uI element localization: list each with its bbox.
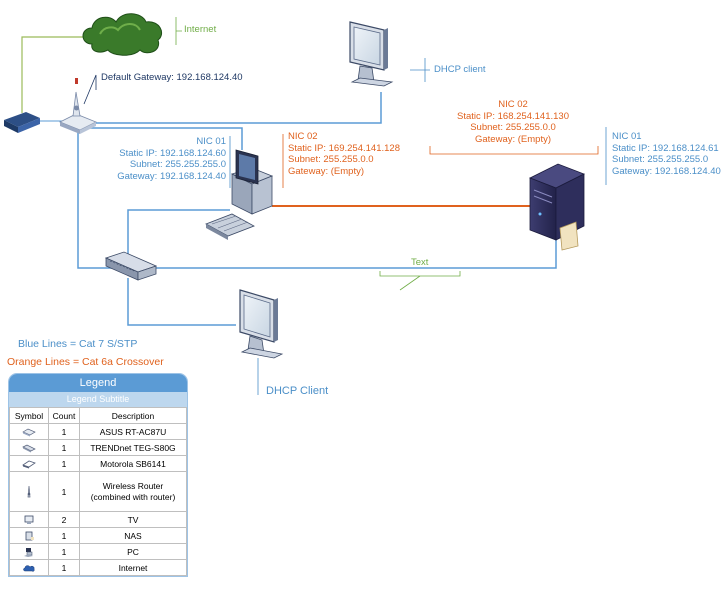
wireless-access-point-icon [27, 485, 31, 497]
router-icon [59, 113, 97, 134]
legend-count: 2 [48, 511, 80, 528]
legend-count: 1 [48, 455, 80, 472]
server-nic02-subnet: Subnet: 255.255.0.0 [470, 122, 556, 133]
text-callout [379, 271, 461, 291]
legend-description: TRENDnet TEG-S80G [79, 439, 187, 456]
legend-row: 1 NAS [9, 527, 187, 544]
legend-header-symbol: Symbol [9, 407, 49, 424]
legend-row: 2 TV [9, 511, 187, 528]
legend-grid: Symbol Count Description 1 ASUS RT-AC87U… [9, 407, 187, 576]
legend-row: 1 PC [9, 543, 187, 560]
server-nic02-gateway: Gateway: (Empty) [474, 133, 552, 145]
legend-description: Motorola SB6141 [79, 455, 187, 472]
pc-nic02-subnet: Subnet: 255.255.0.0 [288, 154, 374, 165]
blue-link-router-pc [86, 127, 243, 150]
legend-count: 1 [48, 471, 80, 512]
legend-count: 1 [48, 423, 80, 440]
legend-description: ASUS RT-AC87U [79, 423, 187, 440]
monitor-icon [349, 21, 394, 87]
server-icon [25, 531, 34, 541]
legend-description: PC [79, 543, 187, 560]
legend-row: 1 TRENDnet TEG-S80G [9, 439, 187, 456]
legend-description: TV [79, 511, 187, 528]
server-nic01-subnet: Subnet: 255.255.255.0 [612, 154, 709, 165]
monitor-icon [24, 515, 34, 524]
server-nic01-name: NIC 01 [612, 131, 642, 142]
blue-link-switch-pc [127, 209, 230, 260]
legend-subtitle: Legend Subtitle [9, 392, 187, 407]
pc-nic02-block: NIC 02 Static IP: 169.254.141.128 Subnet… [288, 131, 400, 177]
default-gateway-label: Default Gateway: 192.168.124.40 [101, 72, 243, 83]
legend-header-description: Description [79, 407, 187, 424]
legend-count: 1 [48, 439, 80, 456]
legend-count: 1 [48, 527, 80, 544]
server-nic01-block: NIC 01 Static IP: 192.168.124.61 Subnet:… [612, 131, 721, 177]
text-label: Text [411, 257, 429, 268]
dhcp-top-callout [410, 58, 430, 82]
legend-description: NAS [79, 527, 187, 544]
legend-count: 1 [48, 559, 80, 576]
cloud-icon [23, 565, 35, 572]
router-icon [22, 428, 36, 437]
pc-icon [24, 547, 33, 557]
internet-callout [175, 17, 182, 45]
server-nic02-block: NIC 02 Static IP: 168.254.141.130 Subnet… [438, 99, 588, 145]
pc-nic01-subnet: Subnet: 255.255.255.0 [129, 159, 226, 170]
blue-link-router-switch-server [77, 128, 557, 269]
connection-lines [21, 36, 557, 326]
switch-icon [22, 444, 36, 453]
dhcp-client-top-label: DHCP client [434, 64, 486, 75]
dhcp-client-bottom-label: DHCP Client [266, 385, 329, 397]
modem-icon [22, 460, 36, 469]
pc-nic01-ip: Static IP: 192.168.124.60 [119, 147, 226, 159]
legend-row: 1 Motorola SB6141 [9, 455, 187, 472]
blue-link-router-dhcp-client [88, 92, 382, 124]
modem-icon [4, 112, 40, 133]
callout-leaders [83, 17, 607, 395]
pc-nic02-gateway: Gateway: (Empty) [288, 165, 365, 177]
pc-nic02-ip: Static IP: 169.254.141.128 [288, 142, 400, 154]
server-nic02-callout [429, 146, 599, 155]
pc-nic01-gateway: Gateway: 192.168.124.40 [117, 170, 226, 182]
legend-header-count: Count [48, 407, 80, 424]
legend-description: Internet [79, 559, 187, 576]
pc-icon [205, 149, 274, 240]
legend-title: Legend [9, 374, 187, 392]
legend-table: Legend Legend Subtitle Symbol Count Desc… [8, 373, 188, 577]
server-nic02-ip: Static IP: 168.254.141.130 [457, 110, 569, 122]
legend-header-row: Symbol Count Description [9, 407, 187, 424]
cloud-icon [82, 13, 162, 56]
legend-row: 1 ASUS RT-AC87U [9, 423, 187, 440]
orange-lines-note: Orange Lines = Cat 6a Crossover [7, 356, 164, 368]
server-nic01-gateway: Gateway: 192.168.124.40 [612, 165, 721, 177]
internet-label: Internet [184, 24, 217, 35]
pc-nic01-block: NIC 01 Static IP: 192.168.124.60 Subnet:… [84, 136, 226, 182]
wireless-access-point-icon [72, 78, 81, 117]
switch-icon [104, 251, 158, 281]
legend-description: Wireless Router (combined with router) [79, 471, 187, 512]
pc-nic01-name: NIC 01 [196, 136, 226, 147]
legend-row: 1 Internet [9, 559, 187, 576]
server-nic01-ip: Static IP: 192.168.124.61 [612, 142, 719, 154]
legend-count: 1 [48, 543, 80, 560]
blue-lines-note: Blue Lines = Cat 7 S/STP [18, 338, 138, 350]
gateway-callout [83, 74, 97, 105]
server-nic02-name: NIC 02 [498, 99, 528, 110]
blue-link-switch-monitor [127, 278, 236, 326]
legend-row: 1 Wireless Router (combined with router) [9, 471, 187, 512]
pc-nic02-name: NIC 02 [288, 131, 318, 142]
green-link-internet-modem [21, 36, 84, 113]
server-icon [529, 163, 585, 251]
monitor-icon [239, 289, 284, 359]
